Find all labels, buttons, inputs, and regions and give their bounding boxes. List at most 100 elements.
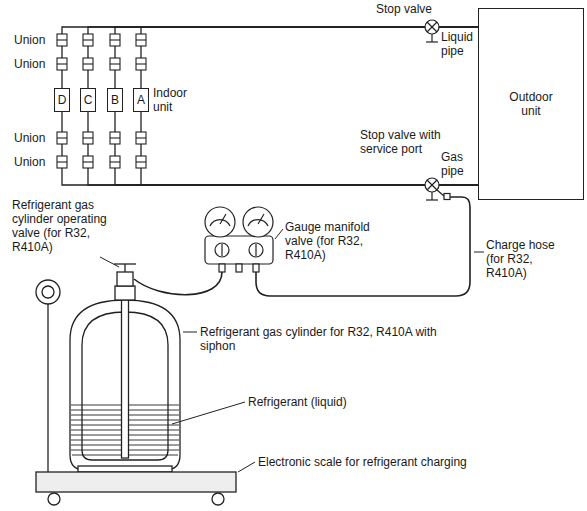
charge-hose: [134, 197, 470, 296]
gas-stop-valve: [437, 190, 444, 196]
union-symbol: [83, 34, 93, 46]
gas-stop-valve: [431, 192, 432, 200]
indoor-unit-box: D: [54, 88, 70, 112]
gauge-manifold: [253, 264, 259, 272]
refrigerant-cylinder: [70, 300, 180, 470]
liquid-stop-valve: [426, 41, 438, 42]
gas-pipe: [88, 112, 478, 185]
union-symbol: [83, 161, 93, 162]
callout-label: Refrigerant (liquid): [248, 395, 347, 409]
gauge-manifold: [215, 243, 229, 257]
callout-label: Electronic scale for refrigerant chargin…: [258, 455, 467, 469]
refrigerant-cylinder: [117, 272, 133, 286]
union-symbol: [110, 137, 120, 138]
union-symbol: [136, 34, 146, 46]
unit-letter: A: [137, 93, 145, 107]
union-symbol: [57, 63, 67, 64]
liquid-stop-valve: [425, 20, 439, 34]
gauge-manifold: [205, 207, 273, 272]
charging-scale: [36, 472, 236, 492]
union-symbol: [136, 156, 146, 168]
leader-line: [172, 402, 245, 424]
outdoor-unit-box: Outdoor unit: [478, 8, 584, 200]
unit-name: Outdoor unit: [501, 90, 561, 118]
gauge-manifold: [255, 244, 256, 256]
refrigerant-cylinder: [122, 300, 129, 458]
union-symbol: [110, 58, 120, 70]
indoor-unit-box: C: [80, 88, 96, 112]
leader-line: [238, 462, 255, 472]
liquid-stop-valve: [427, 22, 437, 32]
gas-stop-valve: [427, 180, 437, 190]
refrigerant-cylinder: [70, 264, 180, 472]
charging-scale: [48, 493, 60, 505]
gas-stop-valve: [425, 178, 439, 192]
union-symbol: [136, 58, 146, 70]
union-symbol: [83, 63, 93, 64]
union-label: Union: [14, 57, 45, 71]
unit-label: Indoor unit: [153, 86, 195, 114]
pipe-label: Liquid pipe: [441, 30, 477, 58]
gauge-manifold: [210, 220, 230, 226]
union-symbol: [136, 63, 146, 64]
union-symbol: [57, 39, 67, 40]
unit-letter: D: [58, 93, 67, 107]
unit-letter: B: [111, 93, 119, 107]
leader-line: [275, 229, 283, 239]
charging-scale: [36, 280, 60, 304]
union-symbol: [136, 132, 146, 144]
valve-label: Stop valve: [376, 2, 432, 16]
gauge-manifold: [205, 207, 235, 237]
union-symbol: [83, 156, 93, 168]
union-symbol: [83, 132, 93, 144]
gauge-manifold: [243, 207, 273, 237]
union-symbol: [57, 132, 67, 144]
union-symbol: [57, 156, 67, 168]
refrigerant-cylinder: [78, 466, 172, 472]
gas-stop-valve: [427, 180, 437, 190]
union-label: Union: [14, 131, 45, 145]
union-symbol: [83, 39, 93, 40]
liquid-pipe: [88, 27, 478, 88]
leader-line: [100, 257, 119, 267]
union-label: Union: [14, 33, 45, 47]
gas-pipe: [62, 112, 478, 185]
callout-label: Gauge manifold valve (for R32, R410A): [285, 220, 389, 262]
refrigerant-cylinder: [124, 264, 125, 272]
charge-hose: [256, 197, 470, 296]
gauge-manifold: [236, 264, 242, 272]
gauge-manifold: [258, 214, 264, 224]
callout-label: Charge hose (for R32, R410A): [486, 238, 556, 280]
liquid-pipe: [62, 27, 478, 88]
union-symbol: [83, 58, 93, 70]
union-symbol: [136, 137, 146, 138]
union-symbol: [110, 161, 120, 162]
charging-scale: [42, 286, 54, 298]
pipe-label: Gas pipe: [441, 150, 475, 178]
leader-line: [183, 332, 197, 333]
gauge-manifold: [221, 244, 222, 256]
leader-line: [100, 229, 484, 472]
leader-line: [474, 252, 484, 253]
liquid-stop-valve: [425, 20, 439, 42]
union-symbol: [57, 161, 67, 162]
liquid-pipe: [141, 27, 478, 88]
liquid-stop-valve: [431, 34, 432, 42]
gauge-manifold: [205, 236, 273, 264]
gauge-manifold: [219, 264, 225, 272]
union-label: Union: [14, 155, 45, 169]
union-symbol: [83, 137, 93, 138]
union-symbol: [57, 34, 67, 46]
charging-scale: [212, 493, 224, 505]
gas-stop-valve: [444, 194, 450, 200]
gas-pipe: [115, 112, 478, 185]
gas-stop-valve: [426, 199, 438, 200]
indoor-unit-box: A: [133, 88, 149, 112]
charging-scale: [36, 280, 236, 505]
union-symbol: [136, 161, 146, 162]
union-symbol: [57, 58, 67, 70]
callout-label: Refrigerant gas cylinder operating valve…: [12, 198, 134, 254]
refrigerant-cylinder: [114, 263, 136, 264]
charge-hose: [134, 272, 222, 295]
union-symbol: [57, 137, 67, 138]
